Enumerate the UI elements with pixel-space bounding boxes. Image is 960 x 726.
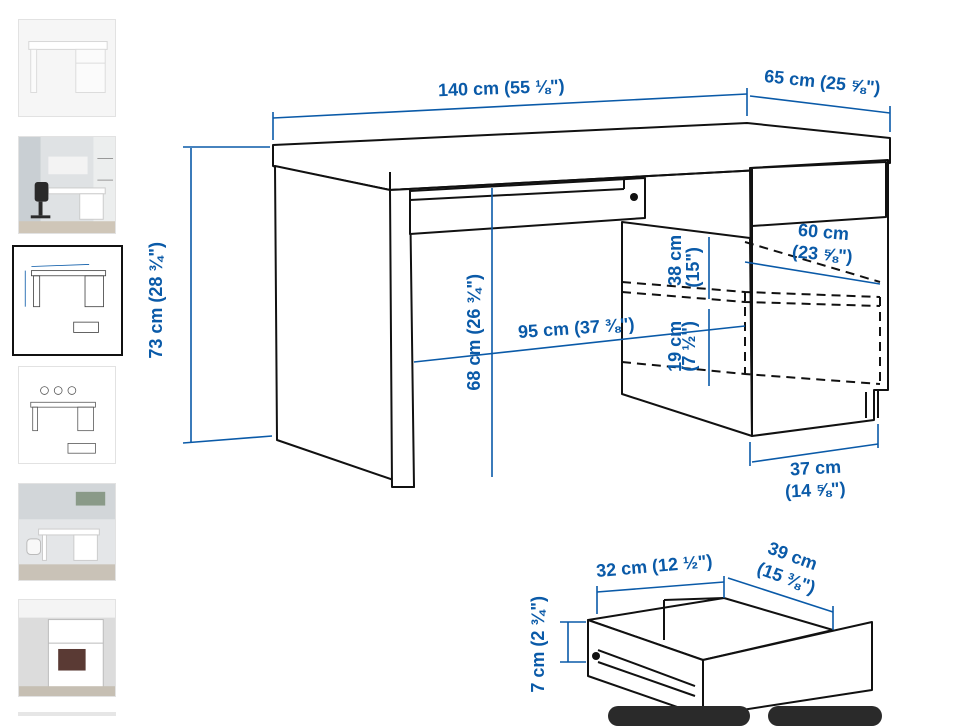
dim-width-label: 140 cm (55 ⅛"): [437, 75, 565, 101]
room-photo-image: [19, 137, 115, 233]
dimensions-diagram: 140 cm (55 ⅛") 65 cm (25 ⅝") 73 cm (28 ¾…: [140, 0, 960, 716]
drawer-front-panel: [702, 621, 873, 716]
dimensions-diagram-image: [17, 250, 118, 351]
room-photo-white-chair-image: [19, 484, 115, 580]
dim-shelf-upper-in: (15"): [682, 247, 703, 288]
dim-knee-height-label: 68 cm (26 ¾"): [463, 274, 484, 391]
thumbnail-accessory-diagram[interactable]: [18, 366, 116, 464]
left-leg-edge: [389, 188, 415, 488]
bottom-action-button-left[interactable]: [608, 706, 750, 726]
thumbnail-strip: [0, 0, 140, 716]
dim-inner-depth-cm: 60 cm: [797, 219, 850, 245]
desk-front-image: [19, 20, 115, 116]
desk-line-drawing: [182, 88, 891, 716]
thumbnail-next-partial: [18, 712, 116, 716]
dim-cabinet-width-in: (14 ⅝"): [784, 478, 847, 502]
thumbnail-product-front-view[interactable]: [18, 19, 116, 117]
dim-height-label: 73 cm (28 ¾"): [145, 242, 166, 359]
detail-photo-image: [19, 600, 115, 696]
accessory-diagram-image: [19, 367, 115, 463]
thumbnail-room-photo-white-chair[interactable]: [18, 483, 116, 581]
dim-drawer-height-label: 7 cm (2 ¾"): [527, 596, 548, 693]
drawer-front: [751, 161, 887, 227]
dim-cabinet-width-cm: 37 cm: [789, 456, 842, 480]
dim-shelf-lower-in: (7 ½"): [678, 321, 699, 372]
modesty-panel: [409, 177, 646, 235]
thumbnail-dimensions-diagram[interactable]: [12, 245, 123, 356]
thumbnail-room-photo-with-chair[interactable]: [18, 136, 116, 234]
bottom-action-button-right[interactable]: [768, 706, 882, 726]
thumbnail-detail-photo-shelf[interactable]: [18, 599, 116, 697]
